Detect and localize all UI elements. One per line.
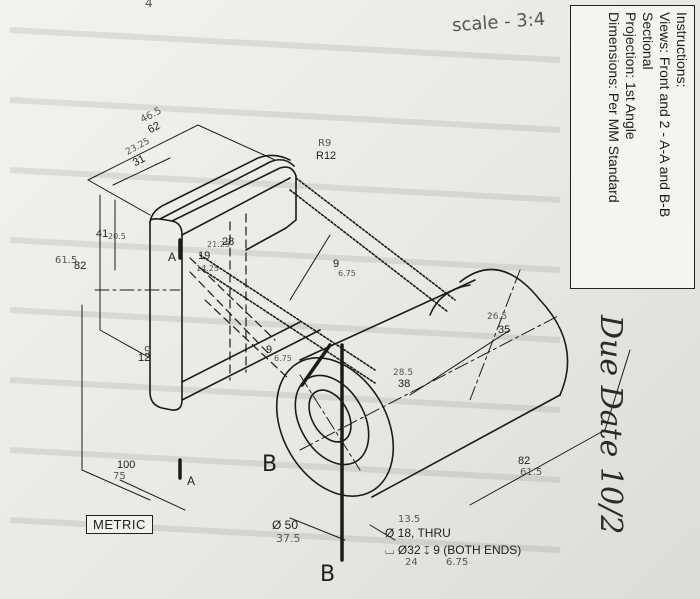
cylinder-bore [308, 389, 352, 443]
dim-100: 100 [117, 459, 136, 471]
dim-82b: 82 [518, 455, 531, 467]
dim-61-5b: 61.5 [520, 467, 543, 478]
dim-24: 24 [405, 557, 418, 568]
dim-37-5: 37.5 [276, 532, 301, 545]
dim-21-25: 21.25 [207, 240, 230, 249]
dim-r12: R12 [316, 150, 337, 162]
dim-41: 41 [96, 228, 109, 240]
cylinder-front-face [275, 357, 395, 497]
dim-12: 12 [138, 352, 151, 364]
section-a-bottom: A [187, 474, 196, 488]
dim-r9: R9 [318, 138, 332, 149]
dim-20-5: 20.5 [108, 232, 126, 241]
dim-9-hand: 9 [144, 344, 151, 357]
plate-back-face [245, 175, 297, 251]
corner-note: 4 [145, 0, 153, 10]
dim-61-5: 61.5 [55, 255, 78, 266]
dim-19: 19 [198, 250, 211, 262]
dim-75: 75 [113, 471, 126, 482]
instructions-projection: Projection: 1st Angle [623, 12, 639, 140]
dim-28-5: 28.5 [393, 368, 414, 378]
dim-13-5: 13.5 [398, 514, 421, 525]
instructions-box: Instructions: Views: Front and 2 - A-A a… [570, 5, 695, 289]
dim-38: 38 [398, 378, 411, 390]
dim-28: 28 [222, 236, 235, 248]
dim-6-75c: 6.75 [446, 557, 469, 568]
dim-9: 9 [333, 258, 340, 270]
rib-edge [295, 177, 456, 301]
plate-bottom [181, 329, 321, 401]
instructions-dimensions: Dimensions: Per MM Standard [606, 12, 622, 203]
due-date-note: Due Date 10/2 [593, 315, 628, 535]
dim-35: 35 [498, 324, 511, 336]
section-b-bottom: B [320, 562, 336, 587]
thru-hole-note: Ø 18, THRU [385, 526, 451, 540]
dim-14-25: 14.25 [196, 264, 219, 273]
counterbore-note: ⌴ Ø32 ↧ 9 (BOTH ENDS) [385, 543, 522, 557]
instructions-views: Views: Front and 2 - A-A and B-B [657, 12, 673, 218]
cylinder-bottom-edge [371, 394, 561, 498]
plate-front-face [149, 218, 183, 411]
dim-6-75b: 6.75 [274, 354, 292, 363]
dim-6-75a: 6.75 [338, 269, 356, 278]
plate-top-edge [159, 158, 295, 220]
dim-9b: 9 [266, 344, 273, 356]
cylinder-back-face [459, 268, 569, 396]
section-a-top: A [168, 250, 177, 264]
metric-label: METRIC [86, 515, 153, 534]
instructions-heading: Instructions: [674, 12, 690, 88]
dim-82: 82 [74, 260, 87, 272]
dim-phi-50: Ø 50 [272, 518, 299, 532]
dim-26-5: 26.5 [487, 312, 508, 322]
section-b-left: B [262, 452, 278, 477]
cylinder-counterbore [294, 374, 370, 466]
instructions-views-cont: Sectional [640, 12, 656, 70]
